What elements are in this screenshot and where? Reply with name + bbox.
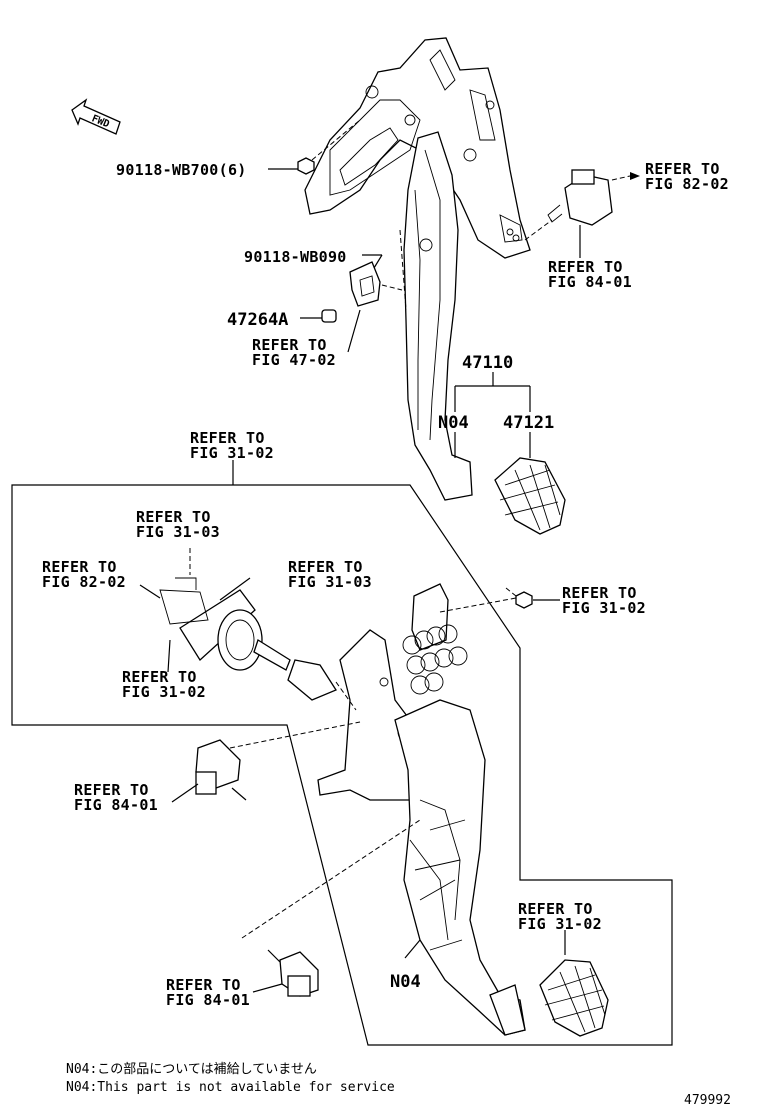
ref-fig-31-03-b-line2: FIG 31-03: [288, 573, 372, 591]
lower-group-frame: [11, 460, 673, 1046]
ref-fig-31-02-nut-line2: FIG 31-02: [562, 599, 646, 617]
return-spring-coils: [402, 624, 468, 695]
nut-top: [297, 157, 315, 175]
clutch-switch-mid: [195, 739, 247, 801]
ref-fig-47-02-line1: REFER TO: [252, 336, 327, 354]
ref-fig-31-03-b-line1: REFER TO: [288, 558, 363, 576]
lower-pedal-bracket: [317, 583, 468, 801]
nut-mid: [515, 591, 533, 609]
ref-fig-84-01-mid-line2: FIG 84-01: [74, 796, 158, 814]
ref-fig-47-02-line2: FIG 47-02: [252, 351, 336, 369]
ref-fig-31-02-left-line2: FIG 31-02: [122, 683, 206, 701]
ref-fig-82-02-top-line1: REFER TO: [645, 160, 720, 178]
pedal-clip-bracket: [321, 261, 381, 323]
upper-pedal-arm: [403, 131, 473, 501]
note-japanese: N04:この部品については補給していません: [66, 1062, 317, 1077]
ref-fig-31-02-pad-line1: REFER TO: [518, 900, 593, 918]
ref-fig-31-02-nut-line1: REFER TO: [562, 584, 637, 602]
callout-pin: 47264A: [227, 310, 288, 330]
ref-fig-31-02-pad-line2: FIG 31-02: [518, 915, 602, 933]
callout-bolt-bracket: 90118-WB090: [244, 248, 347, 266]
callout-n04-bottom: N04: [390, 972, 421, 992]
ref-fig-82-02-mid-line2: FIG 82-02: [42, 573, 126, 591]
callout-pad-top: 47121: [503, 413, 554, 433]
ref-fig-84-01-top-line1: REFER TO: [548, 258, 623, 276]
ref-fig-31-03-a-line1: REFER TO: [136, 508, 211, 526]
ref-fig-84-01-bottom-line2: FIG 84-01: [166, 991, 250, 1009]
diagram-number: 479992: [684, 1093, 731, 1108]
ref-fig-82-02-mid-line1: REFER TO: [42, 558, 117, 576]
upper-stop-switch: [547, 169, 640, 226]
lower-pedal-arm: [394, 699, 526, 1036]
ref-fig-31-02-top-line1: REFER TO: [190, 429, 265, 447]
master-cylinder: [159, 548, 337, 701]
clutch-switch-bottom: [267, 949, 319, 997]
leader: [311, 119, 361, 161]
ref-fig-31-02-top-line2: FIG 31-02: [190, 444, 274, 462]
note-english: N04:This part is not available for servi…: [66, 1080, 395, 1095]
lower-pedal-pad: [539, 959, 609, 1037]
callout-pedal-assy: 47110: [462, 353, 513, 373]
callout-nut-top: 90118-WB700(6): [116, 161, 247, 179]
callout-n04-top: N04: [438, 413, 469, 433]
ref-fig-84-01-mid-line1: REFER TO: [74, 781, 149, 799]
ref-fig-31-03-a-line2: FIG 31-03: [136, 523, 220, 541]
fwd-arrow-icon: FWD: [71, 98, 121, 135]
upper-pedal-pad: [494, 457, 566, 535]
ref-fig-84-01-bottom-line1: REFER TO: [166, 976, 241, 994]
ref-fig-31-02-left-line1: REFER TO: [122, 668, 197, 686]
ref-fig-84-01-top-line2: FIG 84-01: [548, 273, 632, 291]
ref-fig-82-02-top-line2: FIG 82-02: [645, 175, 729, 193]
